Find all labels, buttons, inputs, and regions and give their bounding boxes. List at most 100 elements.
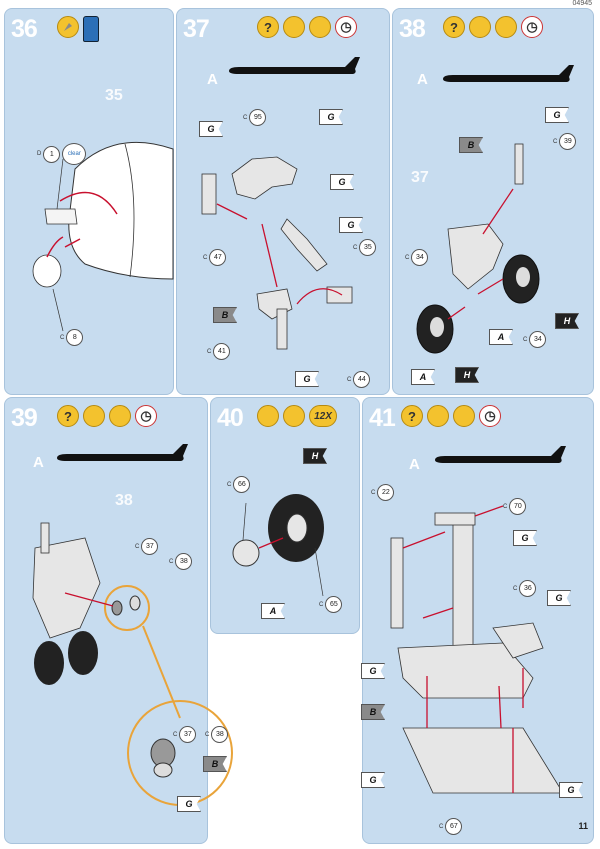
callout-number: 67 <box>445 818 463 835</box>
step-number: 36 <box>11 15 38 43</box>
step-38-drawing <box>416 143 540 354</box>
paint-icon <box>495 16 517 38</box>
glue-icon <box>83 405 105 427</box>
variant-label: A <box>409 456 420 473</box>
callout-prefix: C <box>319 601 324 608</box>
callout-number: 37 <box>141 538 159 555</box>
airplane-silhouette-icon <box>435 446 566 463</box>
callout-prefix: C <box>243 114 248 121</box>
paint-flag: B <box>459 137 483 153</box>
callout-number: 36 <box>519 580 537 597</box>
variant-label: A <box>207 71 218 88</box>
glue-icon <box>283 16 305 38</box>
ghost-part-ref: 38 <box>115 492 133 509</box>
ghost-part-ref: 37 <box>411 169 429 186</box>
step-number: 41 <box>369 404 396 432</box>
callout-prefix: C <box>439 823 444 830</box>
glue-icon <box>257 405 279 427</box>
paint-flag: G <box>319 109 343 125</box>
callout-prefix: C <box>553 138 558 145</box>
glue-icon <box>427 405 449 427</box>
callout-number: 1 <box>43 145 61 163</box>
callout-number: 37 <box>179 726 197 743</box>
clock-icon: ◷ <box>335 16 357 38</box>
callout-prefix: C <box>227 481 232 488</box>
paint-flag: G <box>295 371 319 387</box>
airplane-silhouette-icon <box>229 57 360 74</box>
clock-icon: ◷ <box>135 405 157 427</box>
callout-prefix: C <box>203 254 208 261</box>
glue-icon <box>469 16 491 38</box>
question-icon: ? <box>257 16 279 38</box>
paint-flag: H <box>303 448 327 464</box>
clock-icon: ◷ <box>479 405 501 427</box>
clock-icon: ◷ <box>521 16 543 38</box>
callout-prefix: C <box>173 731 178 738</box>
callout-number: 8 <box>66 329 84 346</box>
variant-label: A <box>33 454 44 471</box>
callout-number: 39 <box>559 133 577 150</box>
paint-icon <box>453 405 475 427</box>
callout-number: 47 <box>209 249 227 266</box>
airplane-silhouette-icon <box>443 65 574 82</box>
clear-paint-label: clear <box>62 143 87 165</box>
page-number: 11 <box>578 821 588 831</box>
callout-prefix: C <box>169 558 174 565</box>
paint-icon <box>309 16 331 38</box>
ghost-part-ref: 35 <box>105 87 123 104</box>
callout-prefix: C <box>135 543 140 550</box>
paint-icon <box>109 405 131 427</box>
callout-prefix: C <box>513 585 518 592</box>
callout-number: 35 <box>359 239 377 256</box>
step-41-drawing <box>390 505 564 794</box>
quantity-badge: 12X <box>309 405 337 427</box>
callout-number: 41 <box>213 343 231 360</box>
callout-prefix: C <box>347 376 352 383</box>
step-number: 37 <box>183 15 210 43</box>
step-40-drawing <box>232 494 324 597</box>
paint-icon <box>283 405 305 427</box>
step-39-drawing <box>32 522 233 806</box>
callout-number: 65 <box>325 596 343 613</box>
callout-number: 44 <box>353 371 371 388</box>
glue-icon <box>57 16 79 38</box>
callout-prefix: C <box>523 336 528 343</box>
callout-number: 34 <box>411 249 429 266</box>
callout-number: 95 <box>249 109 267 126</box>
callout-number: 34 <box>529 331 547 348</box>
callout-number: 22 <box>377 484 395 501</box>
step-36-drawing <box>32 141 174 332</box>
paint-flag: B <box>203 756 227 772</box>
callout-prefix: C <box>60 334 65 341</box>
callout-number: 38 <box>175 553 193 570</box>
step-number: 38 <box>399 15 426 43</box>
callout-number: 70 <box>509 498 527 515</box>
question-icon: ? <box>401 405 423 427</box>
callout-number: 66 <box>233 476 251 493</box>
callout-prefix: C <box>405 254 410 261</box>
paint-bottle-icon <box>83 16 99 42</box>
callout-number: 38 <box>211 726 229 743</box>
step-number: 40 <box>217 404 244 432</box>
question-icon: ? <box>57 405 79 427</box>
callout-prefix: C <box>503 503 508 510</box>
page-code: 04945 <box>572 0 592 7</box>
